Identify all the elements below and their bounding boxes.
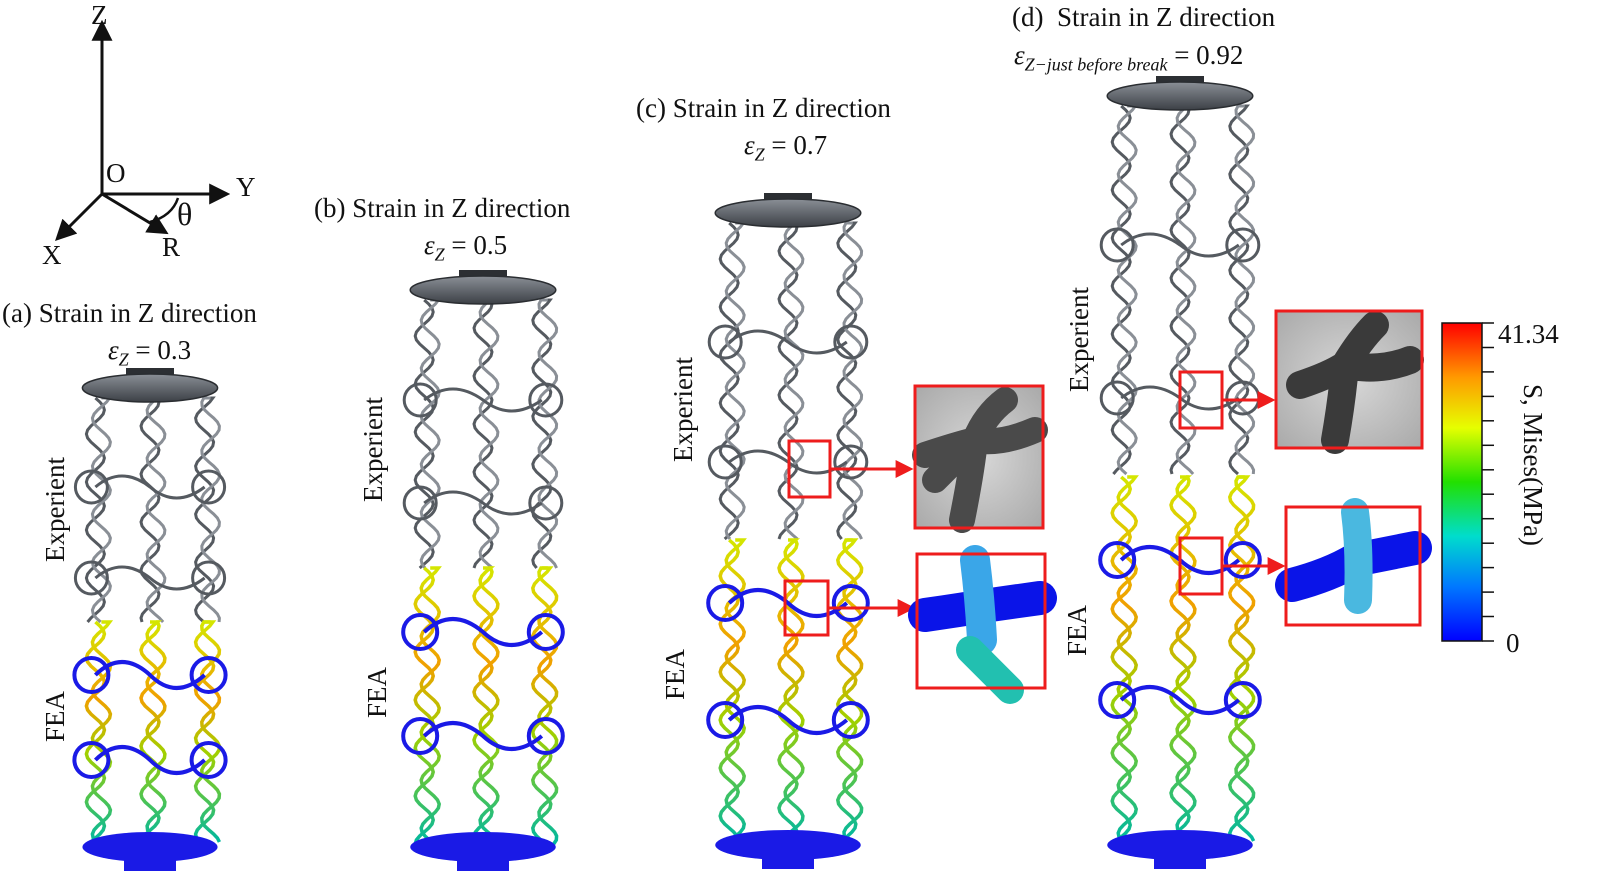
zoom-fea-c	[908, 545, 1057, 704]
ring-experiment	[402, 382, 564, 418]
axis-origin-label: O	[106, 158, 126, 188]
top-cap	[409, 275, 557, 305]
bottom-base-stem	[457, 853, 509, 871]
panel-c-title: (c) Strain in Z direction	[636, 93, 891, 123]
panel-b-equation: εZ = 0.5	[424, 230, 508, 265]
axis-x-label: X	[42, 240, 62, 270]
panel-b-experiment-label: Experient	[358, 397, 388, 502]
panel-d-equation: εZ−just before break = 0.92	[1014, 40, 1244, 75]
panel-d-title: (d) Strain in Z direction	[1012, 2, 1276, 32]
panel-c-experiment-label: Experient	[668, 357, 698, 462]
axis-theta-label: θ	[177, 196, 193, 232]
colorbar-title: S, Mises(MPa)	[1518, 384, 1548, 547]
bottom-base-stem	[124, 853, 176, 871]
top-cap	[714, 198, 862, 228]
bottom-base	[410, 832, 556, 862]
ring-fea	[72, 656, 228, 694]
panel-b-fea-label: FEA	[362, 666, 392, 718]
ring-fea	[401, 613, 565, 651]
lattice-column-c	[706, 193, 870, 869]
zoom-experiment-c	[912, 384, 1048, 533]
panel-d-experiment-label: Experient	[1064, 287, 1094, 392]
colorbar-max-label: 41.34	[1498, 319, 1559, 349]
ring-experiment	[402, 485, 564, 521]
lattice-columns	[72, 76, 1262, 871]
bottom-base-stem	[762, 851, 814, 869]
coordinate-axes	[55, 19, 231, 241]
axis-y-label: Y	[236, 172, 256, 202]
panel-a-experiment-label: Experient	[40, 457, 70, 562]
panel-a-fea-label: FEA	[40, 690, 70, 742]
zoom-experiment-d	[1274, 309, 1424, 454]
panel-a-equation: εZ = 0.3	[108, 335, 192, 370]
top-cap	[1106, 81, 1254, 111]
lattice-column-a	[72, 368, 228, 871]
panel-c-fea-label: FEA	[660, 648, 690, 700]
ring-fea	[1098, 681, 1262, 719]
lattice-column-d	[1098, 76, 1262, 869]
ring-experiment	[73, 560, 227, 596]
bottom-base	[715, 830, 861, 860]
ring-fea	[706, 701, 870, 739]
panel-a-title: (a) Strain in Z direction	[2, 298, 257, 328]
axis-r-label: R	[162, 232, 181, 262]
panel-b-title: (b) Strain in Z direction	[314, 193, 571, 223]
top-cap	[81, 373, 219, 403]
axis-z-label: Z	[91, 0, 108, 30]
panel-d-fea-label: FEA	[1062, 604, 1092, 656]
ring-experiment	[1099, 227, 1261, 263]
ring-experiment	[73, 469, 227, 505]
ring-fea	[401, 717, 565, 755]
zoom-fea-d	[1275, 498, 1432, 627]
bottom-base	[1107, 830, 1253, 860]
lattice-column-b	[401, 270, 565, 871]
colorbar	[1441, 322, 1494, 642]
colorbar-min-label: 0	[1506, 628, 1520, 658]
callouts	[783, 370, 1286, 637]
panel-c-equation: εZ = 0.7	[744, 130, 828, 165]
ring-experiment	[707, 324, 869, 360]
bottom-base	[82, 832, 218, 862]
bottom-base-stem	[1154, 851, 1206, 869]
ring-fea	[72, 741, 228, 779]
